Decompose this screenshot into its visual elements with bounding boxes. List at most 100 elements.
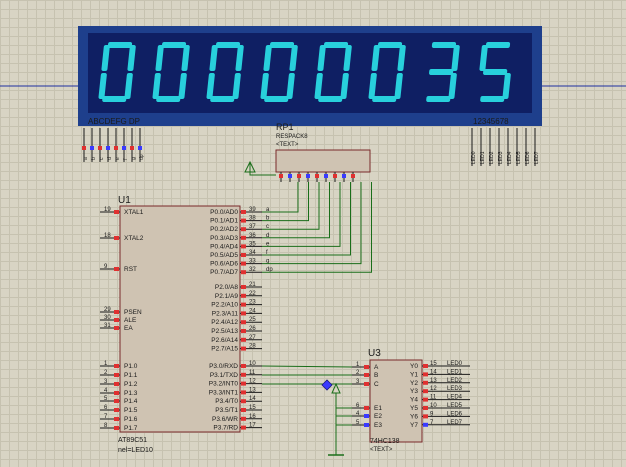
u1-pin-name: P1.4 [124,398,138,405]
pin-marker [241,364,246,368]
display-leg-label: a [83,157,89,160]
u3-body[interactable] [369,359,423,443]
pin-marker [351,174,355,178]
pin-marker [241,253,246,257]
u3-pin-number: 10 [430,403,437,409]
u3-pin-number: 5 [356,420,360,426]
u1-pin-name: P2.6/A14 [211,337,238,344]
segment [101,45,110,71]
u3-pin-name: E1 [374,405,382,412]
pin-marker [423,364,428,368]
pin-marker [241,293,246,298]
u1-pin-name: P0.6/AD6 [210,261,238,268]
u1-pin-number: 5 [104,396,108,402]
u3-pin-number: 13 [430,378,437,384]
segment [156,96,181,102]
u1-pin-name: P0.3/AD3 [210,235,238,242]
seven-segment-display[interactable] [78,26,542,126]
u1-pin-name: P1.2 [124,381,138,388]
u1-pin-number: 9 [104,264,108,270]
u3-pin-name: Y5 [410,405,418,412]
segment [431,42,457,48]
u3-pin-name: A [374,364,379,371]
pin-marker [114,267,119,271]
wire [262,182,309,222]
u1-pin-number: 22 [249,291,256,297]
segment [209,45,218,71]
u1-pin-number: 19 [104,207,111,213]
pin-marker [423,414,428,419]
u1-pin-name: XTAL2 [124,235,144,242]
segment [98,73,107,99]
segment [178,73,187,99]
digit [260,42,298,102]
display-panel [88,33,532,113]
segment-pin-label-left: ABCDEFG DP [88,117,140,126]
segment [263,45,272,71]
pin-marker [241,261,246,266]
pin-marker [288,174,292,178]
pin-marker [241,372,246,377]
pin-marker [315,174,319,178]
u1-pin-number: 10 [249,361,256,367]
u3-pin-number: 4 [356,411,360,417]
rp1-body[interactable] [275,149,371,173]
u1-pin-number: 21 [249,282,256,288]
net-label: d [266,233,269,239]
display-leg-label: LED6 [525,151,531,164]
u3-pin-name: Y0 [410,363,418,370]
rp1-common-wire [249,162,276,176]
segment [314,73,323,99]
u3-part: 74HC138 [370,438,400,445]
segment [323,42,349,48]
wire [335,393,352,409]
display-leg-label: LED0 [471,151,477,164]
u1-pin-name: PSEN [124,309,142,316]
segment [483,69,508,75]
segment [264,96,289,102]
pin-marker [241,416,246,421]
u3-pin-number: 2 [356,370,360,376]
digit [426,42,460,102]
net-label: LED3 [447,386,463,392]
pin-marker [98,146,102,150]
u1-pin-name: ALE [124,317,137,324]
display-leg-label: f [123,158,129,160]
u1-pin-name: P0.2/AD2 [210,226,238,233]
display-leg-label: b [91,157,97,160]
u1-pin-number: 6 [104,405,108,411]
net-label: LED7 [447,420,463,426]
pin-marker [241,399,246,404]
pin-marker [423,372,428,377]
pin-marker [241,210,246,214]
u3-pin-number: 15 [430,361,437,367]
display-digits [98,42,511,102]
net-label: LED1 [447,369,463,375]
wire [262,182,330,239]
u1-pin-number: 30 [104,315,111,321]
u1-pin-number: 24 [249,308,256,314]
u1-pin-number: 18 [104,233,111,239]
net-label: LED0 [447,361,463,367]
u3-pin-name: B [374,372,378,379]
digit [98,42,136,102]
pin-marker [241,346,246,351]
u1-pin-number: 34 [249,250,256,256]
pin-marker [423,397,428,402]
u1-pin-name: EA [124,325,133,332]
net-label: g [266,259,269,265]
net-label: a [266,207,270,213]
wires [261,182,372,445]
u1-pin-name: P3.3/INT1 [209,389,239,396]
pin-marker [241,381,246,386]
u1-body[interactable] [119,205,241,433]
pin-marker [114,417,119,421]
segment [286,73,295,99]
pin-marker [114,364,119,368]
u1-pin-name: P2.1/A9 [215,293,239,300]
wire [262,182,320,230]
pin-marker [241,320,246,325]
segment [485,42,511,48]
u3-pin-number: 12 [430,386,437,392]
net-label: dp [266,267,273,273]
